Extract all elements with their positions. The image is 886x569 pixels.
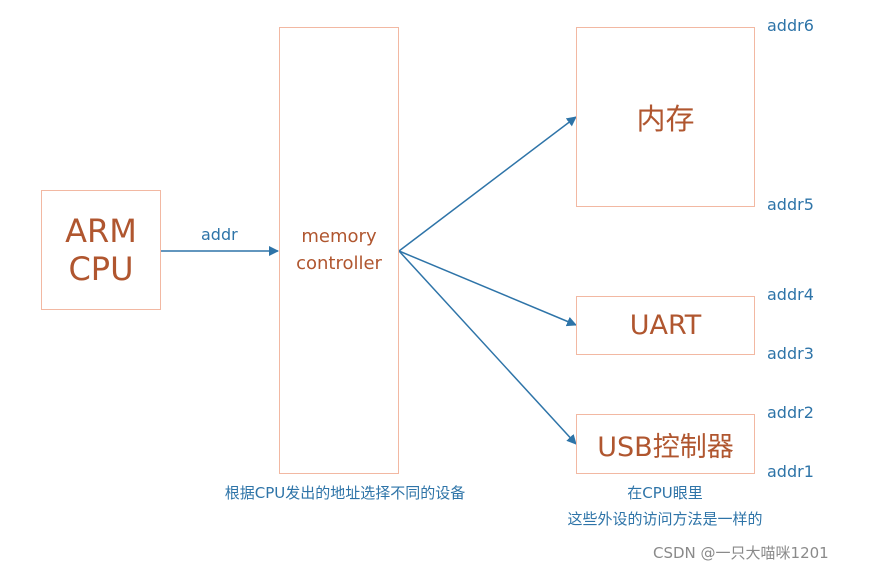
addr5-label: addr5	[767, 195, 814, 214]
cpu-view-note-line2: 这些外设的访问方法是一样的	[567, 510, 763, 528]
addr6-label: addr6	[767, 16, 814, 35]
addr1-label: addr1	[767, 462, 814, 481]
uart-label: UART	[629, 310, 702, 341]
watermark: CSDN @一只大喵咪1201	[653, 544, 829, 562]
ram-box	[576, 27, 755, 207]
usb-controller-box	[576, 414, 755, 474]
cpu-box	[41, 190, 161, 310]
edge-label-addr: addr	[201, 225, 238, 244]
memory-controller-box	[279, 27, 399, 474]
addr4-label: addr4	[767, 285, 814, 304]
arrow-controller-to-usb	[398, 250, 577, 445]
cpu-label: ARM CPU	[65, 212, 137, 288]
memory-controller-label: memory controller	[296, 226, 382, 274]
controller-note: 根据CPU发出的地址选择不同的设备	[224, 484, 466, 502]
arrow-controller-to-ram	[398, 116, 577, 252]
addr3-label: addr3	[767, 344, 814, 363]
cpu-view-note-line1: 在CPU眼里	[627, 484, 703, 502]
uart-box	[576, 296, 755, 355]
usb-controller-label: USB控制器	[597, 431, 734, 463]
ram-label: 内存	[636, 102, 695, 136]
arrow-controller-to-uart	[398, 250, 577, 327]
addr2-label: addr2	[767, 403, 814, 422]
